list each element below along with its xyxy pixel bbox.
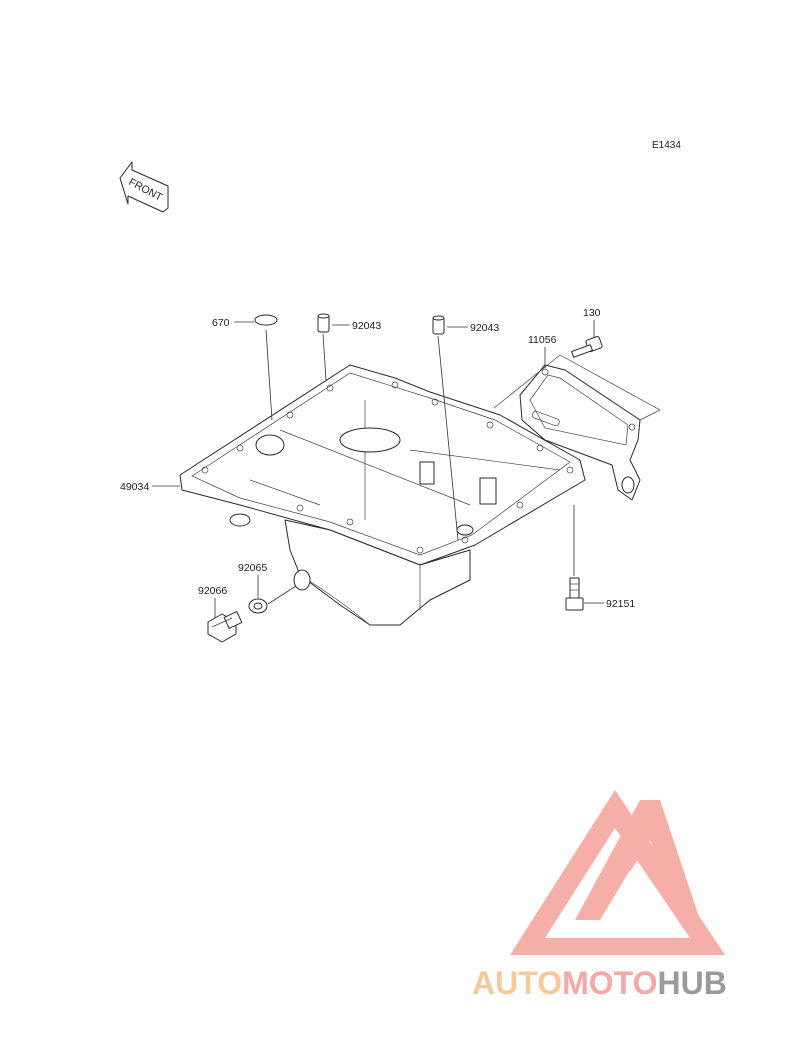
- front-arrow-icon: FRONT: [119, 161, 169, 213]
- watermark-text: AUTOMOTOHUB: [472, 965, 727, 1002]
- diagram-code: E1434: [652, 140, 681, 151]
- callout-label: 130: [583, 307, 601, 319]
- washer-part[interactable]: [248, 598, 268, 614]
- callout-label: 92066: [198, 585, 227, 597]
- dowel-pin-left-part[interactable]: [317, 313, 330, 333]
- callout-label: 92043: [352, 320, 381, 332]
- automotohub-logo-icon: [510, 790, 725, 955]
- watermark-moto: MOTO: [562, 965, 658, 1001]
- callout-label: 49034: [120, 481, 149, 493]
- bolt-130-part[interactable]: [571, 336, 603, 358]
- bolt-92151-part[interactable]: [565, 577, 584, 611]
- watermark-hub: HUB: [657, 965, 727, 1001]
- dowel-pin-right-part[interactable]: [432, 315, 445, 335]
- o-ring-part[interactable]: [254, 314, 278, 326]
- callout-label: 670: [212, 317, 230, 329]
- callout-label: 11056: [528, 334, 557, 346]
- watermark-auto: AUTO: [472, 965, 563, 1001]
- callout-label: 92043: [470, 322, 499, 334]
- drain-plug-part[interactable]: [207, 611, 243, 643]
- callout-label: 92065: [238, 562, 267, 574]
- oil-pan-part[interactable]: [179, 364, 586, 626]
- breather-cover-part[interactable]: [519, 364, 641, 501]
- callout-label: 92151: [606, 598, 635, 610]
